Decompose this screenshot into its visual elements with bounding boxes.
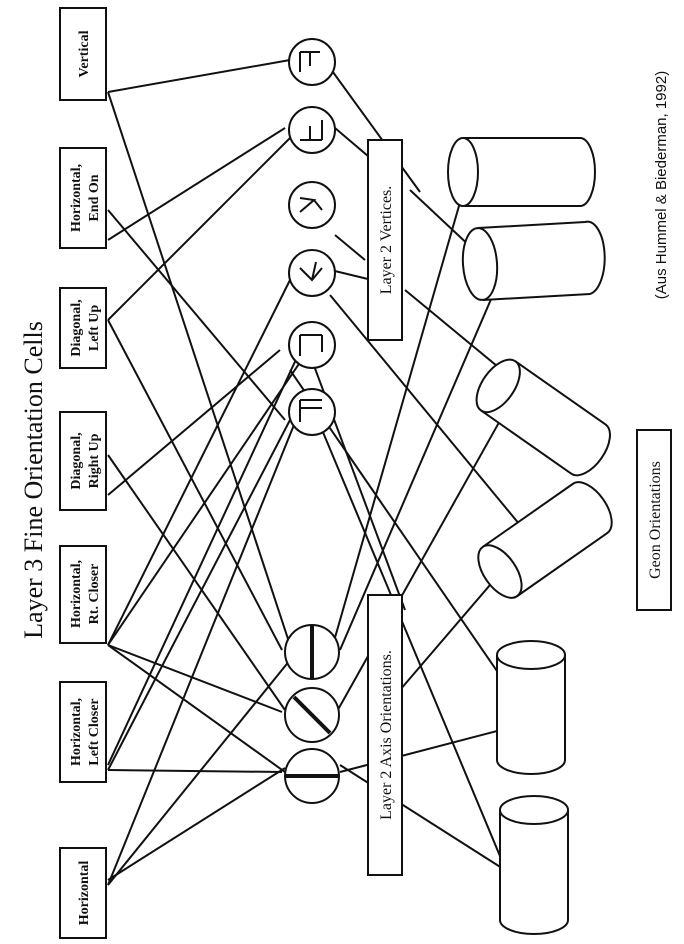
vertex-node-l-icon — [288, 38, 336, 86]
cell-vertical: Vertical — [59, 7, 107, 101]
axis-node-vertical-icon — [284, 748, 340, 804]
cell-horizontal-line-1: Horizontal — [77, 861, 92, 926]
cell-horizontal-end-on: Horizontal, End On — [59, 147, 107, 249]
cell-diagonal-left-up: Diagonal, Left Up — [59, 287, 107, 369]
vertex-node-arrow-icon — [288, 181, 336, 229]
cell-vertical-line-1: Vertical — [77, 30, 92, 77]
cell-horizontal-rt-closer: Horizontal, Rt. Closer — [59, 545, 107, 644]
layer2-axis-label: Layer 2 Axis Orientations. — [367, 594, 403, 876]
cell-left-up-line-1: Diagonal, — [69, 299, 84, 356]
geon-cylinder-icon — [477, 481, 613, 599]
vertex-nodes — [288, 38, 336, 436]
cell-left-closer-line-1: Horizontal, — [69, 698, 84, 766]
credit-text: (Aus Hummel & Biederman, 1992) — [653, 71, 670, 299]
layer3-cells: Horizontal Horizontal, Left Closer Horiz… — [59, 7, 107, 939]
cell-horizontal-left-closer: Horizontal, Left Closer — [59, 681, 107, 783]
geon-cylinder-icon — [475, 358, 611, 477]
cell-left-up-line-2: Left Up — [87, 305, 102, 351]
geon-orientations-label: Geon Orientations — [636, 429, 672, 611]
cell-left-closer-line-2: Left Closer — [87, 698, 102, 765]
axis-nodes — [284, 624, 340, 804]
connection-lines — [107, 59, 521, 886]
cell-rt-closer-line-2: Rt. Closer — [87, 564, 102, 625]
vertex-node-fork-icon — [288, 106, 336, 154]
geon-cylinder-icon — [447, 137, 596, 207]
cell-end-on-line-2: End On — [87, 174, 102, 221]
cell-right-up-line-1: Diagonal, — [69, 432, 84, 489]
axis-node-diagonal-icon — [284, 687, 340, 743]
cell-horizontal: Horizontal — [59, 847, 107, 939]
vertices-label-text: Layer 2 Vertices. — [378, 186, 395, 295]
geon-cylinder-icon — [499, 795, 569, 935]
cell-rt-closer-line-1: Horizontal, — [69, 560, 84, 628]
vertex-node-fork2-icon — [288, 249, 336, 297]
diagram-title: Layer 3 Fine Orientation Cells — [19, 321, 48, 639]
cell-end-on-line-1: Horizontal, — [69, 164, 84, 232]
geon-label-text: Geon Orientations — [647, 461, 664, 579]
cell-diagonal-right-up: Diagonal, Right Up — [59, 411, 107, 511]
cell-right-up-line-2: Right Up — [87, 433, 102, 488]
layer2-vertices-label: Layer 2 Vertices. — [367, 139, 403, 341]
vertex-node-t2-icon — [288, 388, 336, 436]
geons — [447, 137, 613, 935]
geon-cylinder-icon — [496, 640, 566, 775]
geon-cylinder-icon — [461, 220, 606, 301]
axis-label-text: Layer 2 Axis Orientations. — [378, 650, 395, 820]
axis-node-horizontal-icon — [284, 624, 340, 680]
vertex-node-t-icon — [288, 321, 336, 369]
